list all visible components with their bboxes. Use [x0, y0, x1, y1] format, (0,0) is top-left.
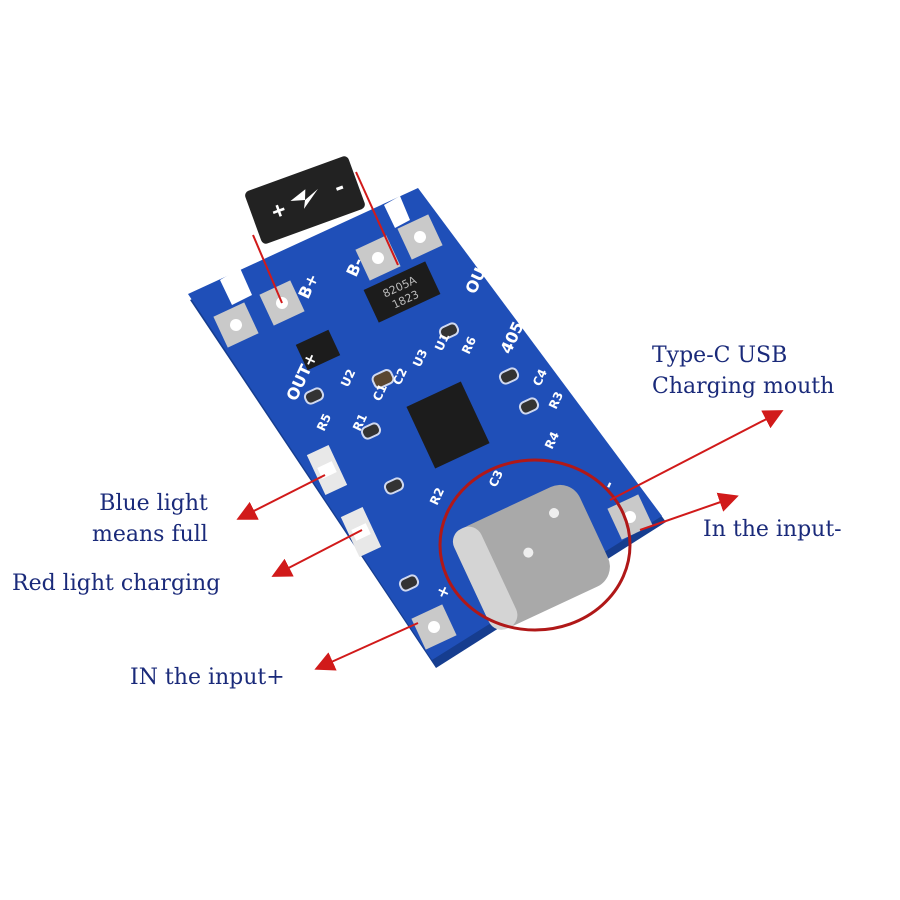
- smd-components: [303, 322, 540, 592]
- battery-minus-wire: [355, 171, 399, 266]
- callout-blue-light: Blue light means full: [92, 491, 208, 547]
- refdes-r3: R3: [546, 389, 566, 411]
- refdes-c1: C1: [370, 382, 390, 403]
- solder-pads: [213, 214, 653, 650]
- refdes-c4: C4: [530, 367, 550, 388]
- led-red: [340, 506, 382, 558]
- refdes-r2: R2: [427, 485, 447, 507]
- charger-ic: [406, 381, 490, 469]
- usb-highlight-circle: [438, 458, 632, 632]
- refdes-c3: C3: [486, 468, 506, 489]
- usb-c-connector: [452, 484, 610, 630]
- refdes-r1: R1: [350, 411, 370, 433]
- callout-input-minus: In the input-: [703, 517, 842, 542]
- refdes-u2: U2: [338, 367, 358, 389]
- refdes-u1: U1: [432, 331, 452, 353]
- refdes-r4: R4: [542, 429, 562, 451]
- callout-red-light: Red light charging: [12, 571, 221, 596]
- refdes-c2: C2: [390, 366, 410, 387]
- refdes-u3: U3: [410, 347, 430, 369]
- protection-ic: [295, 329, 341, 371]
- led-blue: [306, 444, 348, 496]
- callout-input-plus: IN the input+: [130, 665, 285, 690]
- lightning-icon: [290, 188, 318, 209]
- battery-icon: + -: [245, 156, 365, 244]
- refdes-r5: R5: [314, 411, 334, 433]
- callout-arrows: [236, 410, 784, 671]
- refdes-r6: R6: [459, 334, 479, 356]
- mosfet-chip: 8205A 1823: [363, 261, 441, 323]
- callout-type-c: Type-C USB Charging mouth: [652, 343, 835, 399]
- battery-plus-wire: [252, 234, 283, 304]
